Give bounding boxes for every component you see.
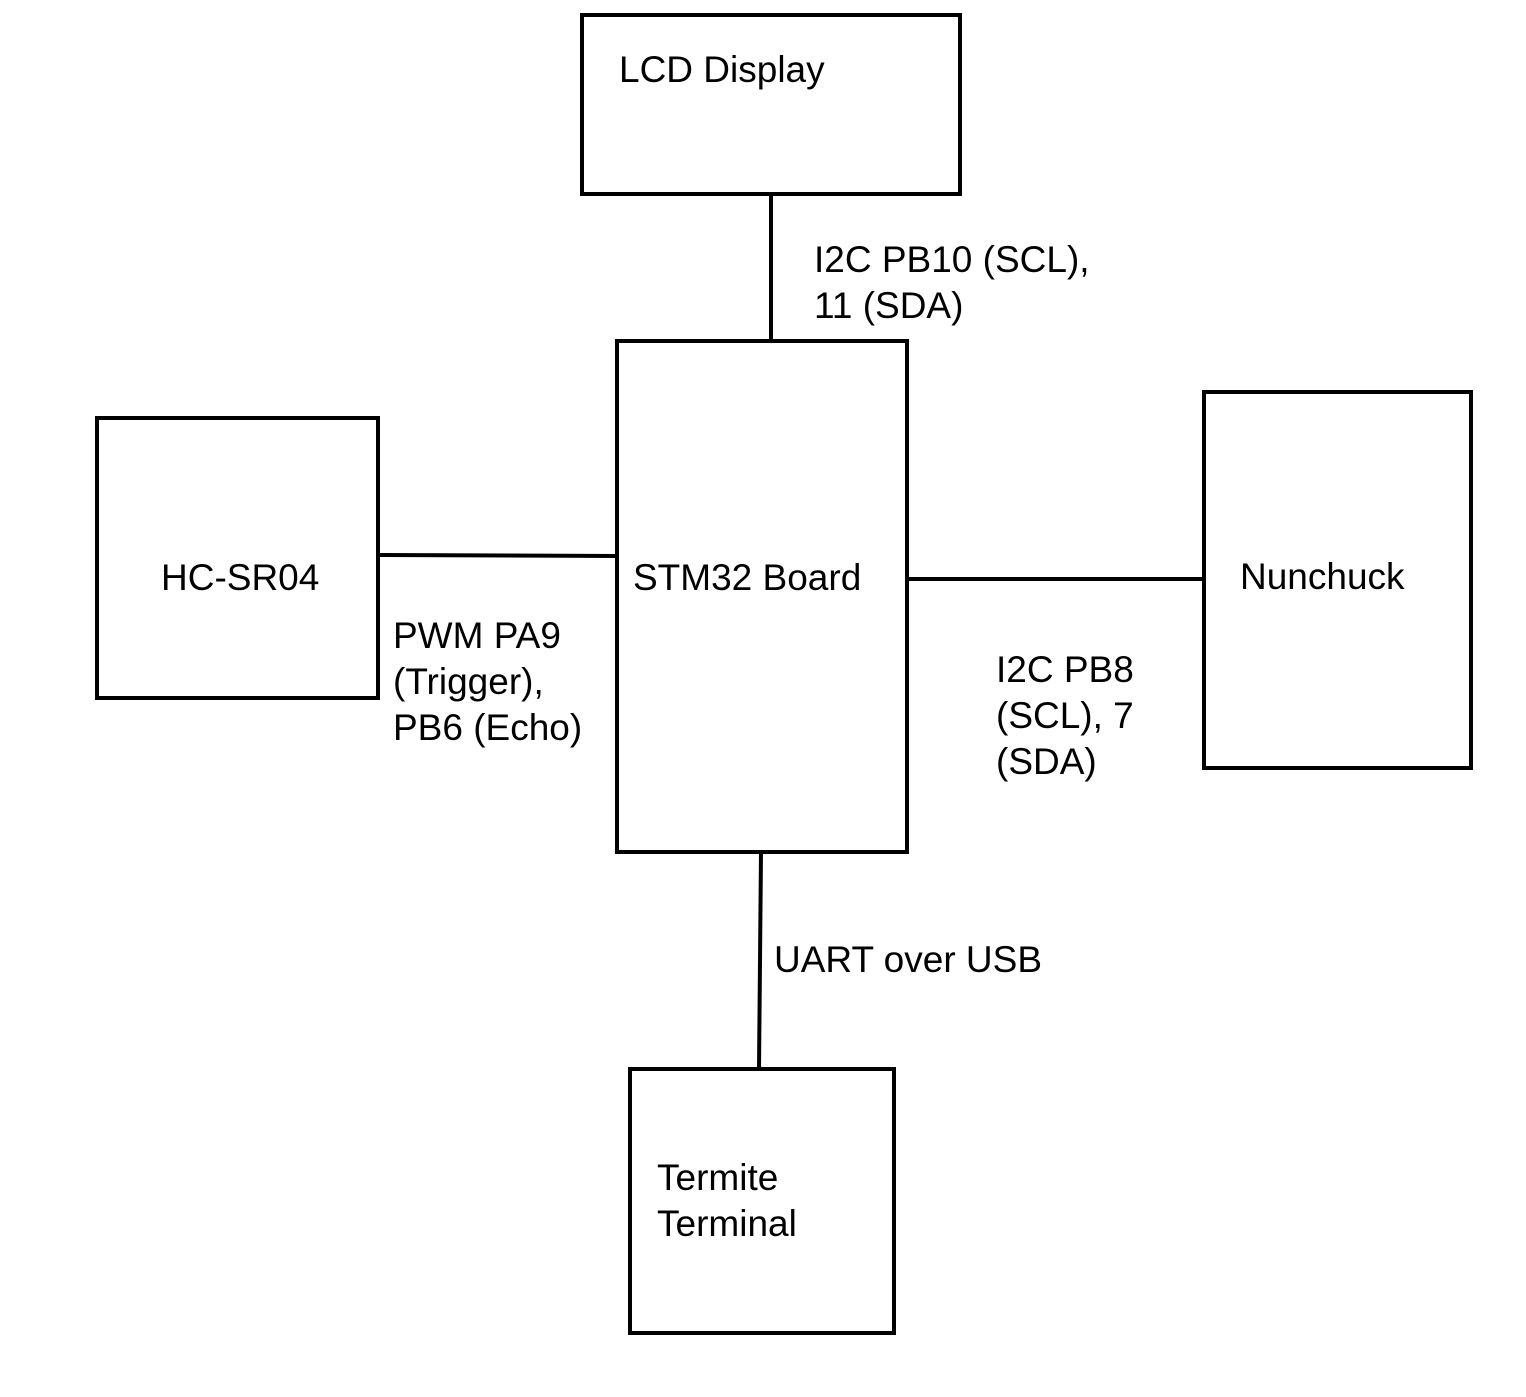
- hcsr04-stm32-connection-line-2: (Trigger),: [393, 661, 544, 702]
- stm32-board-label: STM32 Board: [633, 557, 861, 598]
- lcd-display-box: [580, 13, 962, 196]
- termite-terminal-label-line-1: Termite: [657, 1157, 778, 1198]
- hc-sr04-label-line: HC-SR04: [161, 557, 319, 598]
- lcd-stm32-connection-label: I2C PB10 (SCL), 11 (SDA): [814, 239, 1100, 326]
- termite-terminal-box: [628, 1067, 896, 1335]
- hcsr04-stm32-connection-line-3: PB6 (Echo): [393, 707, 582, 748]
- hc-sr04-box: [95, 416, 380, 700]
- lcd-display-label: LCD Display: [619, 49, 825, 90]
- stm32-board-label-line: STM32 Board: [633, 557, 861, 598]
- nunchuck-block: Nunchuck: [1202, 390, 1473, 770]
- lcd-display-label-line: LCD Display: [619, 49, 825, 90]
- wire-stm32-termite: [756, 849, 764, 1072]
- stm32-termite-connection-line-1: UART over USB: [774, 939, 1042, 980]
- lcd-stm32-connection-line-2: 11 (SDA): [814, 285, 963, 326]
- hc-sr04-label: HC-SR04: [161, 557, 319, 598]
- lcd-display-block: LCD Display: [580, 13, 962, 196]
- hc-sr04-block: HC-SR04: [95, 416, 380, 700]
- hcsr04-stm32-connection-line-1: PWM PA9: [393, 615, 561, 656]
- stm32-board-block: STM32 Board: [615, 339, 909, 854]
- nunchuck-label-line: Nunchuck: [1240, 556, 1405, 597]
- wire-hcsr04-stm32: [375, 552, 620, 559]
- termite-terminal-label-line-2: Terminal: [657, 1203, 797, 1244]
- nunchuck-box: [1202, 390, 1473, 770]
- nunchuck-label: Nunchuck: [1240, 556, 1405, 597]
- lcd-stm32-connection-line-1: I2C PB10 (SCL),: [814, 239, 1090, 280]
- stm32-nunchuck-connection-line-3: (SDA): [996, 741, 1097, 782]
- termite-terminal-label: Termite Terminal: [657, 1157, 797, 1244]
- stm32-board-box: [615, 339, 909, 854]
- hcsr04-stm32-connection-label: PWM PA9 (Trigger), PB6 (Echo): [393, 615, 582, 748]
- stm32-nunchuck-connection-label: I2C PB8 (SCL), 7 (SDA): [996, 649, 1144, 782]
- stm32-nunchuck-connection-line-2: (SCL), 7: [996, 695, 1134, 736]
- stm32-termite-connection-label: UART over USB: [774, 939, 1042, 980]
- termite-terminal-block: Termite Terminal: [628, 1067, 896, 1335]
- stm32-nunchuck-connection-line-1: I2C PB8: [996, 649, 1134, 690]
